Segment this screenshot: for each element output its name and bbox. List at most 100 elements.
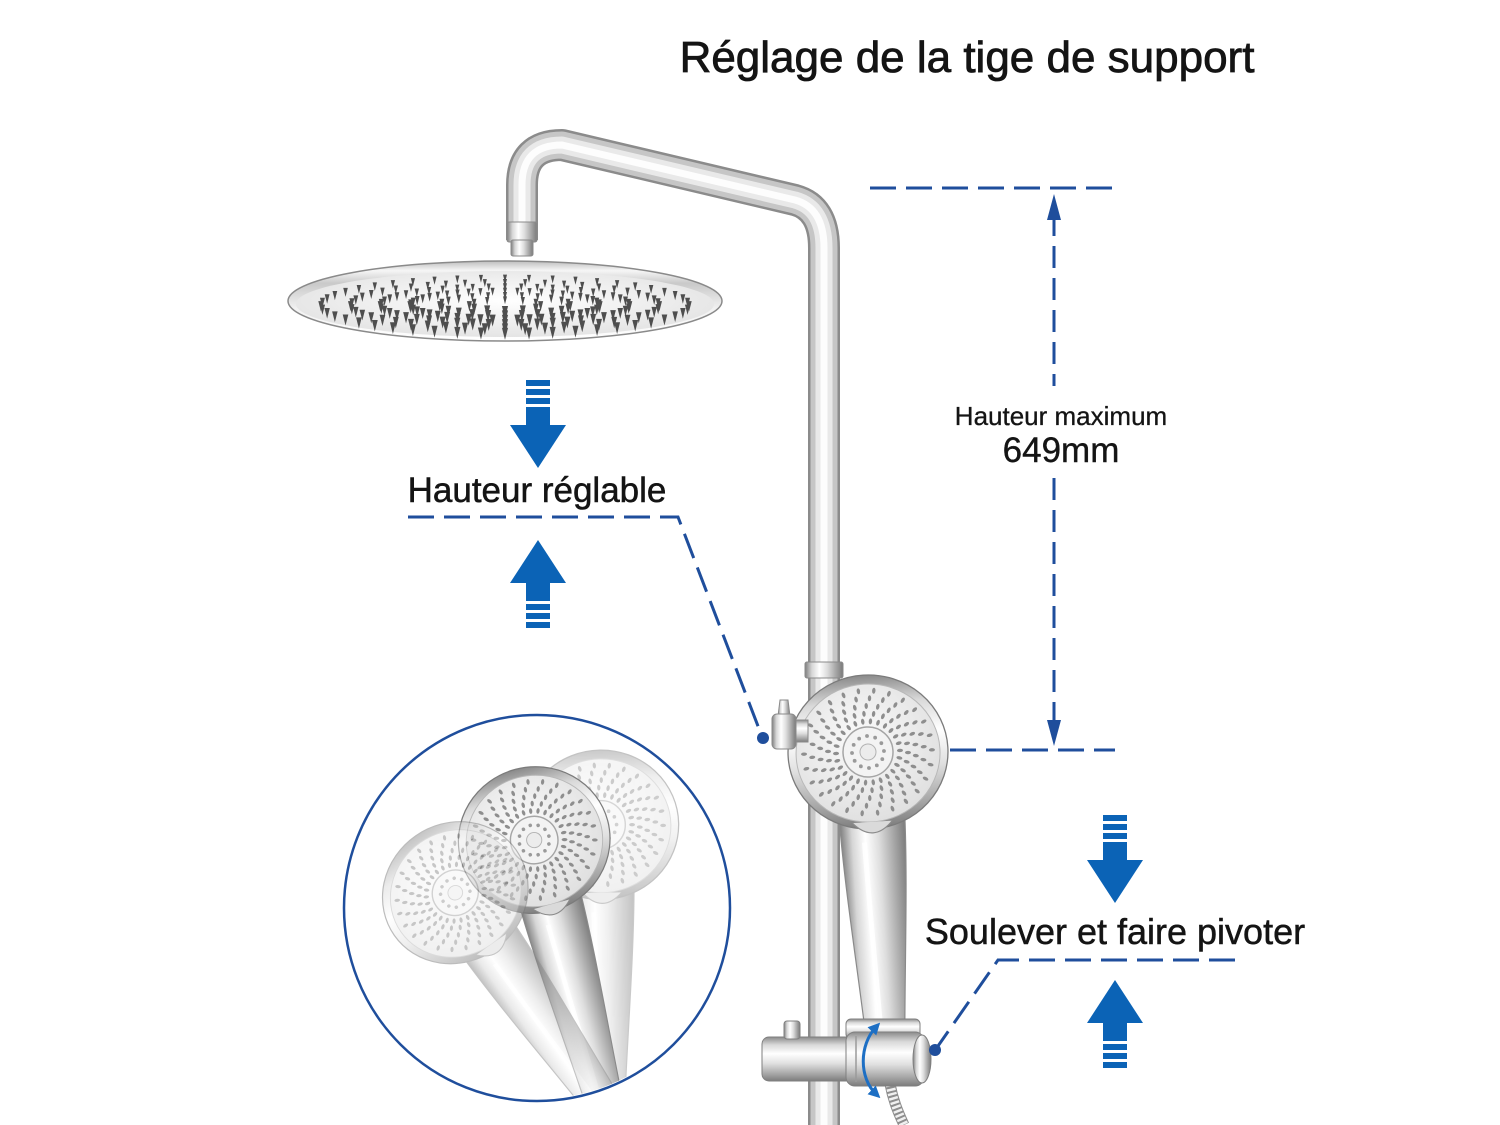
rain-nozzle	[611, 316, 618, 329]
rain-nozzle	[550, 289, 555, 298]
rain-nozzle	[485, 310, 492, 323]
rain-nozzle	[425, 281, 430, 291]
rain-nozzle	[655, 298, 661, 309]
rain-nozzle	[435, 291, 440, 301]
rain-nozzle	[477, 314, 484, 327]
rain-nozzle	[522, 323, 529, 336]
rain-nozzle	[455, 275, 460, 284]
rain-nozzle	[685, 297, 691, 308]
rain-nozzle	[590, 306, 596, 318]
rain-nozzle	[549, 326, 556, 339]
rain-nozzle	[379, 314, 386, 327]
rain-nozzle	[471, 303, 477, 315]
rain-nozzle	[465, 313, 472, 326]
arm-connector	[506, 221, 538, 243]
rain-nozzle	[645, 292, 651, 302]
rain-nozzle	[413, 313, 420, 326]
rain-nozzle	[502, 283, 508, 292]
rain-nozzle	[443, 280, 448, 289]
rain-nozzle	[343, 287, 348, 297]
rain-nozzle	[427, 292, 432, 302]
rain-nozzle	[661, 314, 668, 326]
rain-nozzle	[569, 310, 576, 323]
rain-nozzle	[390, 280, 396, 289]
rain-nozzle	[680, 308, 686, 319]
rain-nozzle	[446, 296, 451, 306]
rain-nozzle	[610, 292, 616, 302]
rain-nozzle	[414, 295, 420, 306]
rain-nozzle	[445, 290, 450, 299]
rain-nozzle	[378, 298, 384, 309]
rain-nozzle	[560, 290, 565, 299]
slide-clamp	[761, 1018, 932, 1125]
adjustable-height-leader	[408, 515, 763, 735]
rain-nozzle	[573, 276, 578, 285]
rain-nozzle	[577, 309, 584, 321]
rain-nozzle	[614, 322, 621, 334]
rain-nozzle	[359, 309, 366, 321]
adjustable-height-label: Hauteur réglable	[408, 471, 667, 510]
dimension-arrowhead-down-icon	[1047, 720, 1061, 746]
rain-nozzle	[394, 310, 400, 322]
rain-nozzle	[502, 296, 508, 305]
rain-nozzle	[502, 278, 508, 287]
rain-nozzle	[455, 289, 460, 298]
rain-nozzle	[471, 298, 477, 308]
rain-nozzle	[481, 323, 488, 336]
rain-nozzle	[662, 287, 667, 297]
rain-nozzle	[596, 283, 602, 292]
clamp-sleeve	[761, 1036, 857, 1082]
rain-nozzle	[439, 316, 446, 329]
rain-nozzle	[486, 292, 491, 301]
rain-nozzle	[462, 279, 468, 288]
holder-body	[771, 713, 797, 750]
rain-nozzle	[596, 299, 602, 310]
rain-nozzle	[434, 310, 441, 323]
rain-nozzle	[332, 291, 338, 301]
rain-nozzle	[651, 306, 657, 318]
rain-nozzle	[626, 298, 632, 309]
rain-nozzle	[478, 274, 483, 283]
rain-nozzle	[387, 294, 393, 304]
rain-nozzle	[565, 298, 571, 309]
rain-nozzle	[485, 318, 492, 331]
rain-nozzle	[392, 316, 399, 329]
arm-flange	[510, 239, 534, 257]
rain-nozzle	[445, 305, 452, 317]
rain-nozzle	[466, 301, 472, 312]
lift-rotate-leader	[936, 958, 1235, 1047]
rain-nozzle	[550, 284, 555, 293]
rain-nozzle	[454, 326, 461, 339]
rain-nozzle	[319, 297, 325, 308]
rain-nozzle	[651, 295, 657, 305]
rain-nozzle	[332, 311, 338, 323]
rain-shower-head	[287, 221, 723, 342]
rain-nozzle	[527, 274, 532, 283]
rain-nozzle	[636, 290, 642, 300]
rain-nozzle	[561, 321, 568, 334]
rain-nozzle	[477, 327, 485, 340]
rain-nozzle	[420, 294, 425, 304]
rain-nozzle	[403, 312, 409, 324]
rain-nozzle	[368, 312, 375, 324]
rain-nozzle	[617, 308, 623, 319]
rain-nozzle	[372, 282, 377, 291]
pipe-collar	[804, 661, 844, 679]
dimension-arrowhead-up-icon	[1047, 194, 1061, 220]
rain-nozzle	[394, 292, 400, 302]
rain-nozzle	[590, 313, 597, 326]
rain-nozzle	[490, 287, 495, 296]
rain-nozzle	[466, 288, 471, 297]
rain-nozzle	[408, 283, 414, 292]
rain-nozzle	[324, 308, 330, 319]
rain-nozzle	[414, 288, 419, 298]
rain-nozzle	[526, 314, 533, 327]
rain-nozzle	[580, 281, 585, 291]
rain-nozzle	[342, 314, 349, 326]
rain-nozzle	[578, 292, 583, 302]
rain-nozzle	[632, 319, 639, 332]
rain-nozzle	[558, 305, 565, 317]
rain-nozzle	[382, 296, 387, 307]
rain-nozzle	[514, 314, 521, 327]
shower-arm-pipe	[506, 129, 840, 1125]
